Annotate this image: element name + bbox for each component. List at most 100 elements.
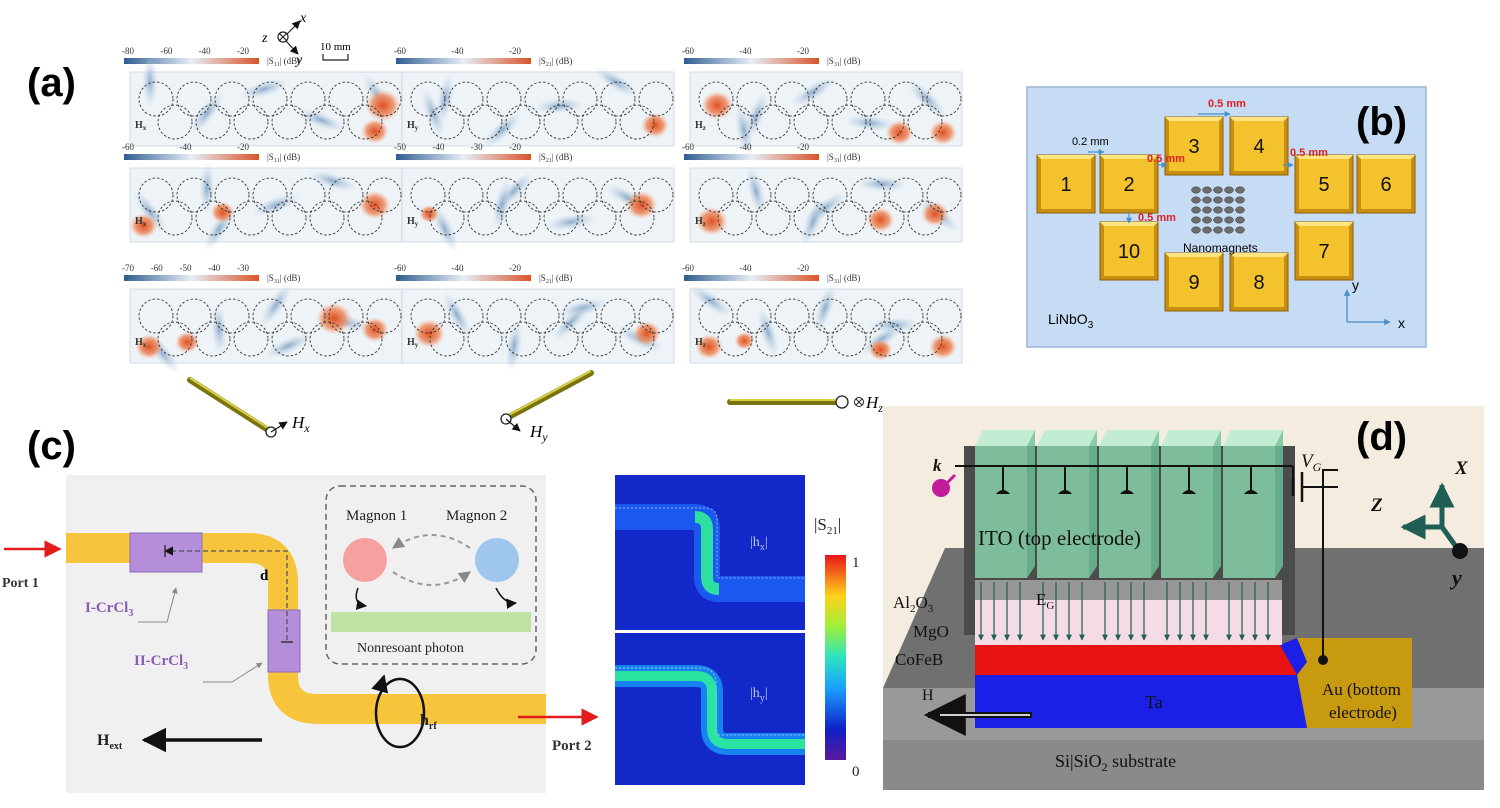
axis-y-label-b: y <box>1352 277 1359 293</box>
electrode-pad-label: 8 <box>1253 272 1264 294</box>
colorbar-tick: -50 <box>394 142 406 152</box>
mgo-label: MgO <box>913 622 949 641</box>
magnon1-circle <box>343 538 387 582</box>
resonator-circle <box>774 81 810 117</box>
resonator-circle <box>176 177 212 213</box>
resonator-circle <box>619 200 655 236</box>
axis-indicator-a <box>277 20 301 55</box>
resonator-circle <box>793 321 829 357</box>
scale-bar <box>322 54 349 61</box>
nanomagnet-dot <box>1235 226 1245 234</box>
resonator-circle <box>850 177 886 213</box>
colorbar-tick: -40 <box>740 142 752 152</box>
resonator-circle <box>562 177 598 213</box>
colorbar-unit: |S21| (dB) <box>539 56 572 68</box>
nanomagnet-dot <box>1202 216 1212 224</box>
resonator-circle <box>543 200 579 236</box>
colorbar-tick: -40 <box>180 142 192 152</box>
electrode-pad-label: 1 <box>1060 174 1071 196</box>
hot-spot <box>360 118 389 144</box>
hot-spot <box>625 190 658 220</box>
field-label: Hy <box>407 120 419 132</box>
h-label-d: H <box>922 687 934 704</box>
hot-spot <box>129 213 158 239</box>
dim-0-5mm-left: 0.5 mm <box>1147 153 1185 165</box>
resonator-circle <box>926 177 962 213</box>
resonator-circle <box>233 200 269 236</box>
colorbar-tick: -60 <box>682 142 694 152</box>
resonator-circle <box>252 177 288 213</box>
resonator-circle <box>328 81 364 117</box>
resonator-circle <box>448 177 484 213</box>
au-label-line1: Au (bottom <box>1322 680 1401 699</box>
s21-colorbar <box>825 555 846 760</box>
nanomagnet-dot <box>1235 216 1245 224</box>
resonator-circle <box>309 321 345 357</box>
resonator-circle <box>812 177 848 213</box>
resonator-circle <box>271 200 307 236</box>
electrode-pad-label: 5 <box>1318 174 1329 196</box>
electrode-pad-2: 2 <box>1099 154 1159 214</box>
resonator-circle <box>907 200 943 236</box>
resonator-circle <box>214 177 250 213</box>
resonator-circle <box>214 81 250 117</box>
colorbar-a <box>684 275 819 281</box>
ito-bar-1 <box>975 430 1035 578</box>
resonator-circle <box>774 177 810 213</box>
colorbar-tick: -20 <box>237 142 249 152</box>
resonator-circle <box>888 81 924 117</box>
panel-c: (c) d Port 1 Port 2 I-CrCl3 II-CrCl3 Mag… <box>2 424 860 793</box>
hot-spot <box>866 207 895 233</box>
al2o3-label: Al2O3 <box>893 593 934 615</box>
electrode-pad-4: 4 <box>1229 116 1289 176</box>
resonator-circle <box>157 321 193 357</box>
nanomagnet-dot <box>1224 226 1234 234</box>
hot-spot <box>885 120 914 146</box>
resonator-circle <box>638 298 674 334</box>
field-label: Hz <box>695 216 706 228</box>
resonator-circle <box>869 200 905 236</box>
resonator-circle <box>486 81 522 117</box>
resonator-circle <box>850 298 886 334</box>
resonator-circle <box>562 81 598 117</box>
ta-label: Ta <box>1145 692 1163 712</box>
resonator-circle <box>138 177 174 213</box>
hot-spot <box>928 334 957 360</box>
resonator-circle <box>176 298 212 334</box>
resonator-circle <box>347 321 383 357</box>
field-label: Hx <box>135 120 147 132</box>
resonator-circle <box>290 298 326 334</box>
panel-label-a: (a) <box>27 61 76 105</box>
resonator-circle <box>831 104 867 140</box>
field-label: Hx <box>135 337 147 349</box>
resonator-circle <box>600 298 636 334</box>
colorbar-tick: -60 <box>394 46 406 56</box>
resonator-circle <box>831 200 867 236</box>
colorbar-tick: -40 <box>740 46 752 56</box>
resonator-circle <box>581 200 617 236</box>
dim-0-5mm-top: 0.5 mm <box>1208 98 1246 110</box>
colorbar-tick: -20 <box>509 142 521 152</box>
resonator-circle <box>736 177 772 213</box>
resonator-circle <box>328 177 364 213</box>
resonator-circle <box>812 298 848 334</box>
electrode-pad-3: 3 <box>1164 116 1224 176</box>
resonator-circle <box>600 81 636 117</box>
colorbar-unit: |S31| (dB) <box>827 273 860 285</box>
ito-label: ITO (top electrode) <box>978 526 1141 550</box>
nanomagnet-dot <box>1202 226 1212 234</box>
rod-hy-label: Hy <box>529 422 548 444</box>
field-label: Hz <box>695 337 706 349</box>
hrf-label: hrf <box>420 712 437 732</box>
nanomagnet-dot <box>1235 196 1245 204</box>
panel-label-d: (d) <box>1356 415 1407 459</box>
hot-spot <box>360 317 389 343</box>
resonator-circle <box>429 321 465 357</box>
nanomagnet-dot <box>1202 196 1212 204</box>
resonator-circle <box>581 104 617 140</box>
colorbar-a <box>684 58 819 64</box>
resonator-circle <box>524 177 560 213</box>
dim-0-5mm-lower: 0.5 mm <box>1138 212 1176 224</box>
resonator-circle <box>505 104 541 140</box>
nanomagnet-dot <box>1213 226 1223 234</box>
